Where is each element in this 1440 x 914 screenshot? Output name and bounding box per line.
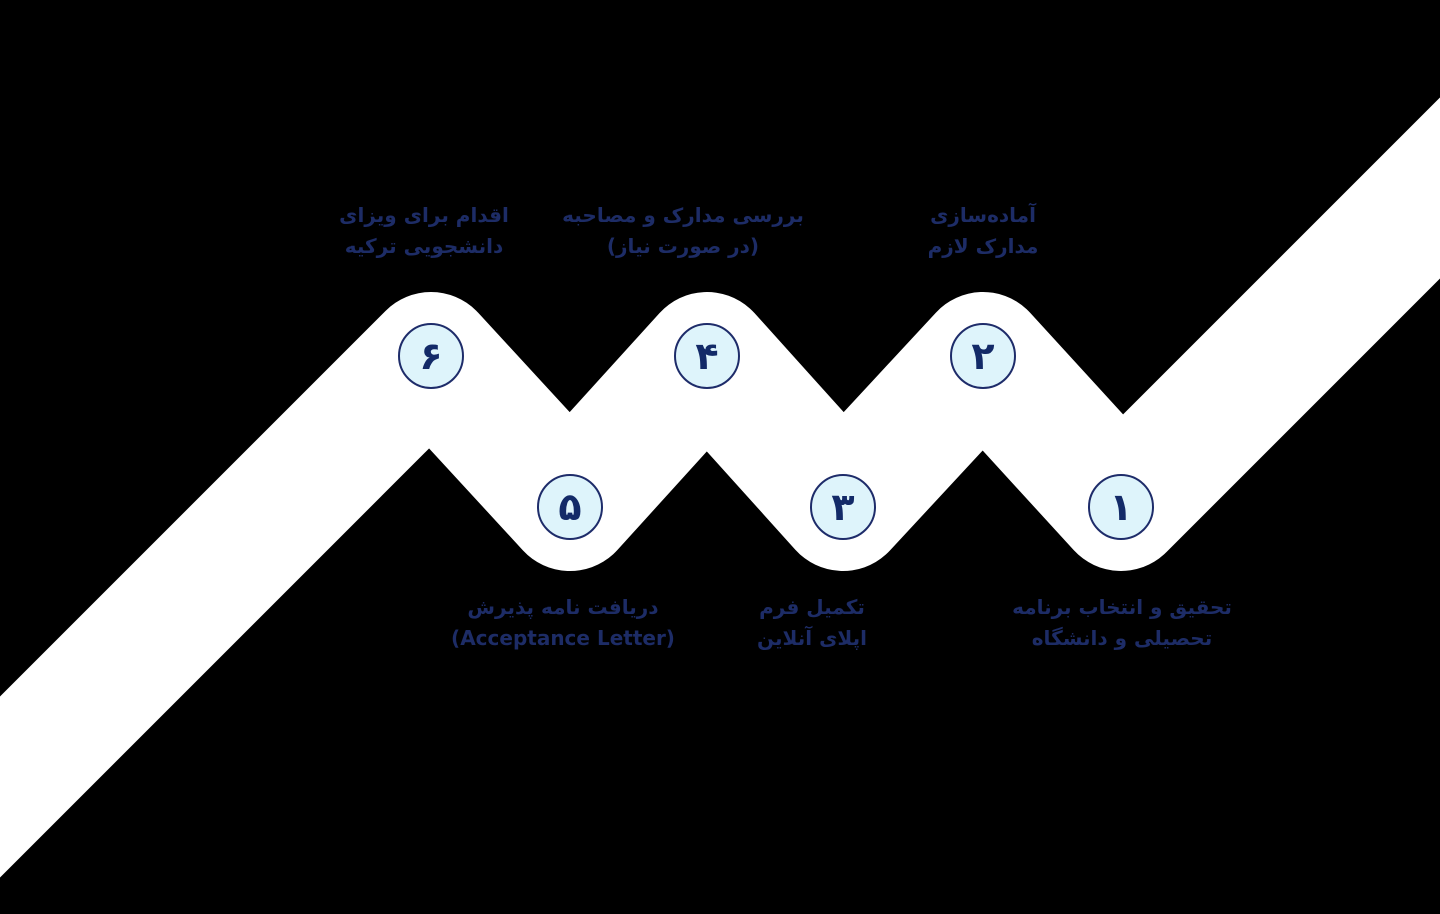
step-2-number: ۲ [971,334,995,378]
step-1-number: ۱ [1109,485,1133,529]
step-5-label-line2: (Acceptance Letter) [451,626,675,650]
step-1-circle: ۱ [1088,474,1154,540]
step-3-circle: ۳ [810,474,876,540]
step-3-label: تکمیل فرم اپلای آنلاین [757,592,867,654]
step-6-circle: ۶ [398,323,464,389]
step-2-label: آماده‌سازی مدارک لازم [928,200,1039,262]
step-5-label-line1: دریافت نامه پذیرش [467,595,659,619]
step-6-label-line2: دانشجویی ترکیه [344,234,504,258]
step-4-label-line2: (در صورت نیاز) [606,234,760,258]
step-2-label-line2: مدارک لازم [927,234,1039,258]
step-4-circle: ۴ [674,323,740,389]
step-2-circle: ۲ [950,323,1016,389]
step-1-label: تحقیق و انتخاب برنامه تحصیلی و دانشگاه [1012,592,1232,654]
step-2-label-line1: آماده‌سازی [930,203,1036,227]
step-1-label-line1: تحقیق و انتخاب برنامه [1012,595,1232,619]
step-6-label-line1: اقدام برای ویزای [339,203,509,227]
step-6-label: اقدام برای ویزای دانشجویی ترکیه [339,200,509,262]
step-5-circle: ۵ [537,474,603,540]
step-1-label-line2: تحصیلی و دانشگاه [1031,626,1213,650]
step-3-label-line2: اپلای آنلاین [757,626,867,650]
step-3-number: ۳ [831,485,855,529]
step-4-label-line1: بررسی مدارک و مصاحبه [562,203,804,227]
step-5-number: ۵ [558,485,582,529]
step-6-number: ۶ [419,334,443,378]
step-3-label-line1: تکمیل فرم [759,595,865,619]
step-4-label: بررسی مدارک و مصاحبه (در صورت نیاز) [562,200,804,262]
step-5-label: دریافت نامه پذیرش (Acceptance Letter) [451,592,675,654]
step-4-number: ۴ [695,334,719,378]
